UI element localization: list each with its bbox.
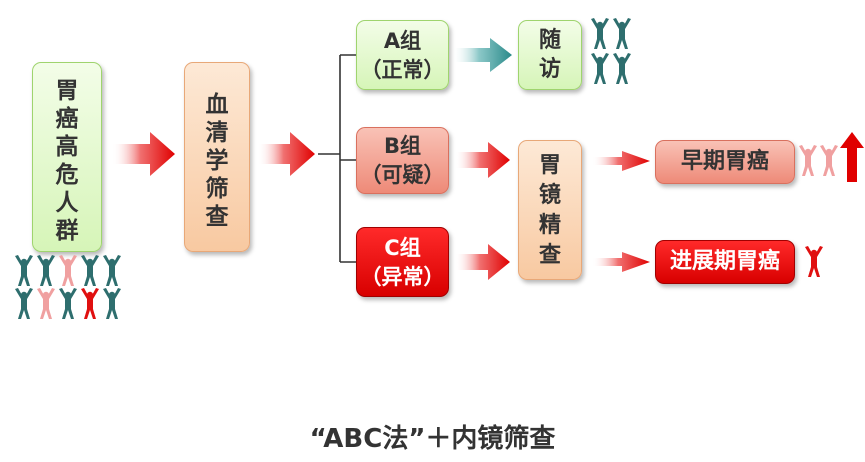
group-c-subtitle: （异常） <box>360 265 445 289</box>
group-b-title: B组 <box>383 134 421 158</box>
person-icon <box>805 246 823 277</box>
diagram-caption: “ABC法”＋内镜筛查 <box>309 424 556 454</box>
person-icon <box>15 255 33 286</box>
person-icon <box>37 255 55 286</box>
person-icon <box>591 53 609 84</box>
up-arrow-icon <box>840 132 864 182</box>
high-risk-crowd <box>15 255 121 319</box>
follow-up-label: 随访 <box>538 28 561 82</box>
person-icon <box>59 288 77 319</box>
person-icon <box>59 255 77 286</box>
arrow-a-to-followup <box>452 38 512 72</box>
group-a-title: A组 <box>383 29 422 53</box>
person-icon <box>15 288 33 319</box>
arrow-to-advanced-cancer <box>592 252 650 272</box>
early-cancer-box: 早期胃癌 <box>655 140 795 184</box>
serum-screening-box: 血清学筛查 <box>184 62 250 252</box>
advanced-cancer-label: 进展期胃癌 <box>669 249 780 274</box>
person-icon <box>103 255 121 286</box>
person-icon <box>103 288 121 319</box>
group-a-box: A组 （正常） <box>356 20 449 90</box>
person-icon <box>820 145 838 176</box>
person-icon <box>613 53 631 84</box>
group-b-subtitle: （可疑） <box>360 163 445 187</box>
group-connector <box>318 54 356 263</box>
arrow-serum-to-groups <box>258 132 315 176</box>
person-icon <box>613 18 631 49</box>
endoscopy-label: 胃镜精查 <box>538 153 561 268</box>
arrow-c-to-endoscopy <box>455 244 510 280</box>
group-c-box: C组 （异常） <box>356 227 449 297</box>
group-c-title: C组 <box>384 236 421 260</box>
group-a-subtitle: （正常） <box>360 58 445 82</box>
high-risk-label: 胃癌高危人群 <box>55 78 79 244</box>
high-risk-box: 胃癌高危人群 <box>32 62 102 252</box>
person-icon <box>37 288 55 319</box>
followup-people <box>591 18 631 84</box>
follow-up-box: 随访 <box>518 20 582 90</box>
person-icon <box>591 18 609 49</box>
arrow-b-to-endoscopy <box>455 142 510 178</box>
early-cancer-people <box>799 145 838 176</box>
endoscopy-box: 胃镜精查 <box>518 140 582 280</box>
arrow-to-early-cancer <box>592 151 650 171</box>
person-icon <box>799 145 817 176</box>
group-b-box: B组 （可疑） <box>356 127 449 194</box>
person-icon <box>81 255 99 286</box>
early-cancer-label: 早期胃癌 <box>680 149 769 174</box>
advanced-cancer-box: 进展期胃癌 <box>655 240 795 284</box>
arrow-risk-to-serum <box>112 132 175 176</box>
serum-screening-label: 血清学筛查 <box>205 92 229 230</box>
person-icon <box>81 288 99 319</box>
